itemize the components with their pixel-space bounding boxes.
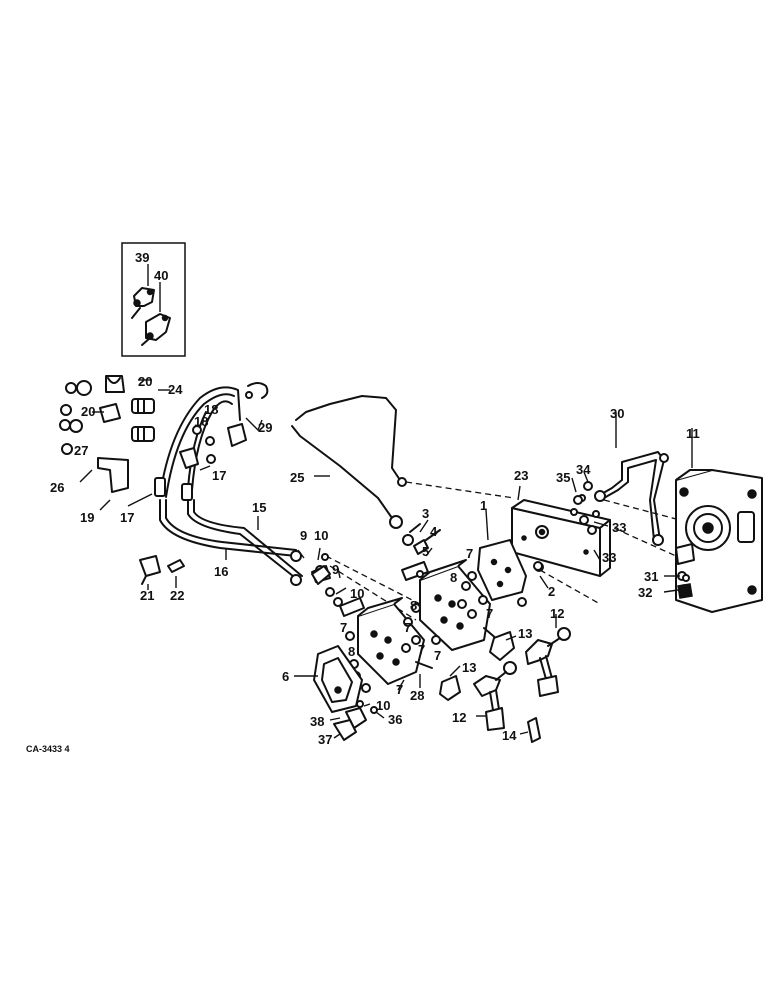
callout-33a: 33 — [612, 520, 626, 535]
callout-18a: 18 — [204, 402, 218, 417]
dashed-alignment — [325, 481, 681, 621]
callout-38: 38 — [310, 714, 324, 729]
callout-7g: 7 — [396, 682, 403, 697]
callout-26: 26 — [50, 480, 64, 495]
callout-37: 37 — [318, 732, 332, 747]
callout-4: 4 — [430, 524, 438, 539]
callout-16: 16 — [214, 564, 228, 579]
callout-30: 30 — [610, 406, 624, 421]
callout-15: 15 — [252, 500, 266, 515]
callout-13a: 13 — [518, 626, 532, 641]
callout-8b: 8 — [410, 598, 417, 613]
callout-33b: 33 — [602, 550, 616, 565]
callout-11: 11 — [686, 426, 700, 441]
tube-30 — [594, 451, 669, 546]
tube-25 — [291, 395, 407, 529]
callout-20a: 20 — [138, 374, 152, 389]
callout-31: 31 — [644, 569, 658, 584]
callout-7b: 7 — [486, 606, 493, 621]
callout-14: 14 — [502, 728, 517, 743]
callout-13b: 13 — [462, 660, 476, 675]
callout-6: 6 — [282, 669, 289, 684]
bracket-1 — [477, 539, 543, 607]
callout-23: 23 — [514, 468, 528, 483]
callout-18b: 18 — [194, 414, 208, 429]
callout-10c: 10 — [376, 698, 390, 713]
small-fittings — [290, 481, 693, 599]
callout-7d: 7 — [418, 642, 425, 657]
callout-19: 19 — [80, 510, 94, 525]
callout-8c: 8 — [348, 644, 355, 659]
callout-7a: 7 — [466, 546, 473, 561]
cover-plate-23 — [511, 494, 611, 577]
callout-8a: 8 — [450, 570, 457, 585]
valve-section-upper — [401, 539, 499, 651]
fitting-40-drawing — [141, 313, 171, 346]
callout-29: 29 — [258, 420, 272, 435]
callout-7e: 7 — [434, 648, 441, 663]
callout-40: 40 — [154, 268, 168, 283]
callout-3: 3 — [422, 506, 429, 521]
leader-lines — [92, 379, 693, 739]
fitting-39-drawing — [131, 287, 155, 319]
callout-5: 5 — [422, 544, 429, 559]
callout-24: 24 — [168, 382, 183, 397]
callout-7c: 7 — [404, 620, 411, 635]
callout-25: 25 — [290, 470, 304, 485]
callout-7f: 7 — [340, 620, 347, 635]
end-cover-6 — [313, 645, 378, 741]
callout-36: 36 — [388, 712, 402, 727]
coupler-cluster — [59, 375, 155, 493]
callout-32: 32 — [638, 585, 652, 600]
callout-12b: 12 — [452, 710, 466, 725]
callout-9a: 9 — [300, 528, 307, 543]
callout-20b: 20 — [81, 404, 95, 419]
callout-2: 2 — [548, 584, 555, 599]
callout-22: 22 — [170, 588, 184, 603]
inset-box — [121, 242, 186, 357]
callout-21: 21 — [140, 588, 154, 603]
callout-39: 39 — [135, 250, 149, 265]
callout-34: 34 — [576, 462, 591, 477]
callout-12a: 12 — [550, 606, 564, 621]
hoses — [154, 382, 303, 581]
callout-1: 1 — [480, 498, 487, 513]
figure-code: CA-3433 4 — [26, 744, 70, 754]
callouts: 39 40 20 24 20 18 18 29 27 26 17 25 19 1… — [50, 250, 700, 747]
levers — [439, 627, 571, 743]
callout-17b: 17 — [120, 510, 134, 525]
callout-10a: 10 — [314, 528, 328, 543]
callout-35: 35 — [556, 470, 570, 485]
brackets — [139, 555, 185, 585]
callout-27: 27 — [74, 443, 88, 458]
callout-9b: 9 — [332, 562, 339, 577]
callout-17a: 17 — [212, 468, 226, 483]
callout-10b: 10 — [350, 586, 364, 601]
callout-28: 28 — [410, 688, 424, 703]
